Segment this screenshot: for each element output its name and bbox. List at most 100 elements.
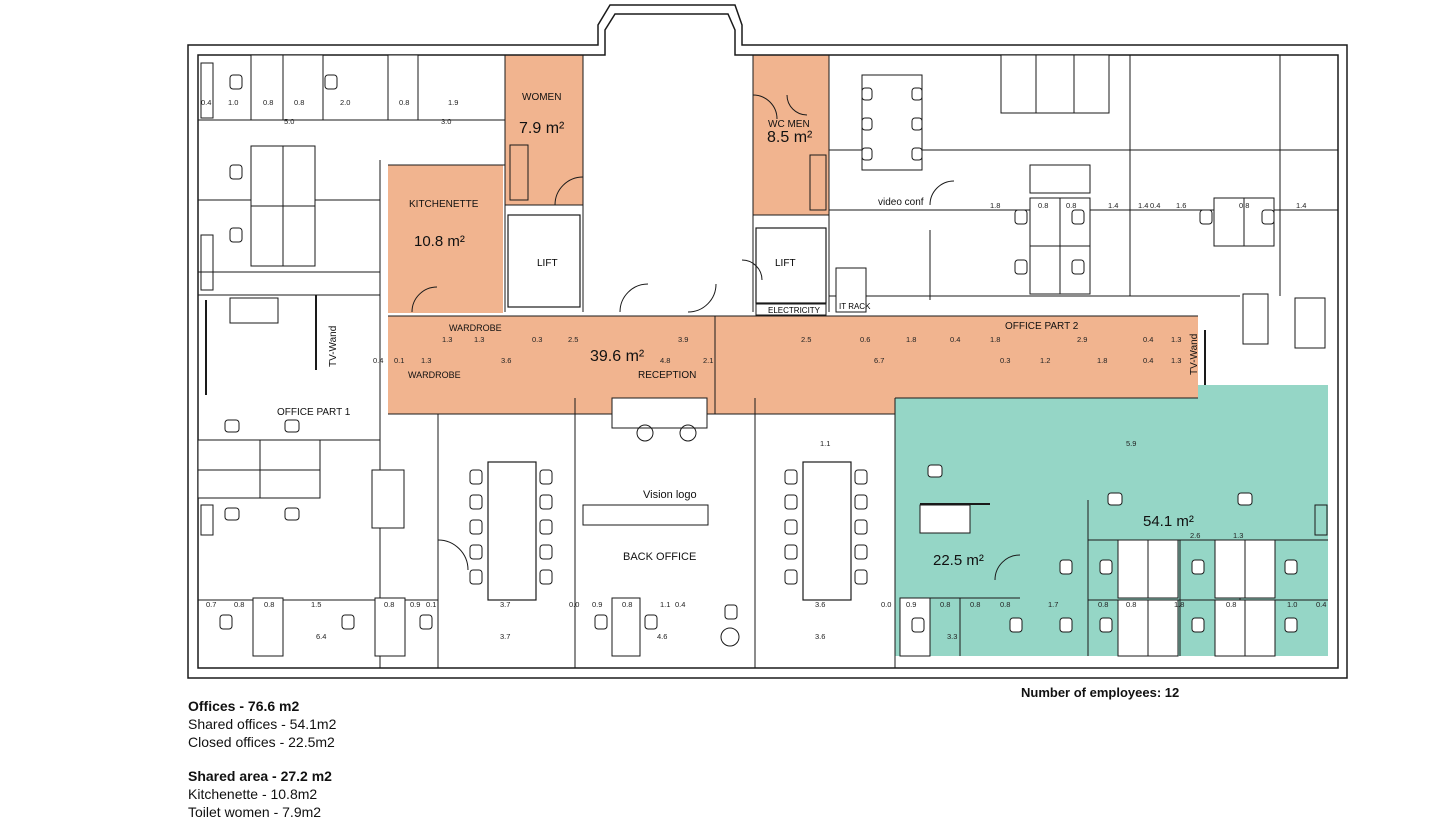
svg-text:1.8: 1.8: [1097, 356, 1107, 365]
wardrobe-bottom-label: WARDROBE: [408, 370, 461, 380]
svg-text:4.8: 4.8: [660, 356, 670, 365]
svg-text:1.4: 1.4: [1138, 201, 1148, 210]
svg-text:5.9: 5.9: [1126, 439, 1136, 448]
area-summary: Offices - 76.6 m2 Shared offices - 54.1m…: [188, 697, 336, 821]
vision-logo-label: Vision logo: [643, 489, 697, 501]
svg-text:1.4: 1.4: [1108, 201, 1118, 210]
svg-text:0.3: 0.3: [532, 335, 542, 344]
dimension-labels: 0.4 1.0 0.8 0.8 2.0 0.8 1.9 5.0 3.0 1.3 …: [201, 98, 1326, 641]
kitchenette-area: 10.8 m²: [414, 233, 465, 250]
it-rack-box: [835, 267, 867, 313]
svg-text:0.8: 0.8: [399, 98, 409, 107]
wc-men-fill: [753, 55, 829, 215]
svg-text:0.8: 0.8: [1000, 600, 1010, 609]
offices-title: Offices - 76.6 m2: [188, 698, 300, 714]
svg-text:2.9: 2.9: [1077, 335, 1087, 344]
svg-text:0.1: 0.1: [426, 600, 436, 609]
wc-men-area: 8.5 m²: [767, 129, 813, 146]
svg-text:0.9: 0.9: [592, 600, 602, 609]
svg-text:0.8: 0.8: [1226, 600, 1236, 609]
svg-text:3.6: 3.6: [815, 632, 825, 641]
svg-text:1.8: 1.8: [906, 335, 916, 344]
svg-text:0.0: 0.0: [569, 600, 579, 609]
svg-text:1.8: 1.8: [1174, 600, 1184, 609]
conference-tables: [487, 461, 852, 601]
svg-text:1.8: 1.8: [990, 201, 1000, 210]
interior-walls: [198, 55, 1338, 668]
back-office-label: BACK OFFICE: [623, 551, 696, 563]
svg-text:1.9: 1.9: [448, 98, 458, 107]
svg-text:1.3: 1.3: [1233, 531, 1243, 540]
closed-office-area: 22.5 m²: [933, 552, 984, 569]
svg-text:0.8: 0.8: [384, 600, 394, 609]
svg-text:0.4: 0.4: [950, 335, 960, 344]
svg-text:0.4: 0.4: [1150, 201, 1160, 210]
svg-text:1.3: 1.3: [1171, 335, 1181, 344]
svg-text:0.8: 0.8: [264, 600, 274, 609]
electricity-label: ELECTRICITY: [768, 306, 821, 315]
svg-text:0.6: 0.6: [860, 335, 870, 344]
svg-text:0.8: 0.8: [1098, 600, 1108, 609]
svg-text:3.6: 3.6: [815, 600, 825, 609]
svg-text:0.8: 0.8: [622, 600, 632, 609]
toilet-women-line: Toilet women - 7.9m2: [188, 804, 322, 820]
kitchenette-label: KITCHENETTE: [409, 199, 479, 210]
wc-men-label: WC MEN: [768, 119, 810, 130]
employee-count: Number of employees: 12: [1021, 685, 1180, 700]
shared-area-title: Shared area - 27.2 m2: [188, 768, 332, 784]
svg-text:0.8: 0.8: [234, 600, 244, 609]
svg-text:1.0: 1.0: [1287, 600, 1297, 609]
svg-text:1.8: 1.8: [990, 335, 1000, 344]
wardrobe-top-label: WARDROBE: [449, 323, 502, 333]
svg-text:0.9: 0.9: [410, 600, 420, 609]
reception-area: 39.6 m²: [590, 348, 645, 365]
lift-left: LIFT: [507, 214, 581, 308]
svg-text:3.3: 3.3: [947, 632, 957, 641]
kitchenette-fill: [388, 165, 503, 313]
lift-left-label: LIFT: [537, 258, 558, 269]
lift-right: LIFT: [755, 227, 827, 304]
svg-text:0.8: 0.8: [940, 600, 950, 609]
svg-text:5.0: 5.0: [284, 117, 294, 126]
video-conf-label: video conf: [878, 197, 924, 208]
electricity-box: [755, 303, 827, 316]
svg-text:3.9: 3.9: [678, 335, 688, 344]
outer-walls: [187, 4, 1348, 679]
closed-offices-line: Closed offices - 22.5m2: [188, 734, 335, 750]
svg-text:1.3: 1.3: [474, 335, 484, 344]
svg-text:4.6: 4.6: [657, 632, 667, 641]
svg-text:2.6: 2.6: [1190, 531, 1200, 540]
svg-text:0.8: 0.8: [1126, 600, 1136, 609]
svg-text:0.8: 0.8: [263, 98, 273, 107]
svg-text:3.7: 3.7: [500, 600, 510, 609]
tv-wand-left-label: TV-Wand: [328, 326, 339, 367]
svg-text:0.4: 0.4: [1316, 600, 1326, 609]
kitchenette-line: Kitchenette - 10.8m2: [188, 786, 318, 802]
svg-text:2.0: 2.0: [340, 98, 350, 107]
svg-text:1.3: 1.3: [442, 335, 452, 344]
svg-text:1.3: 1.3: [1171, 356, 1181, 365]
svg-text:1.4: 1.4: [1296, 201, 1306, 210]
svg-text:3.0: 3.0: [441, 117, 451, 126]
chairs: [219, 74, 1298, 633]
svg-text:3.6: 3.6: [501, 356, 511, 365]
fixtures: [200, 62, 1328, 647]
svg-text:1.7: 1.7: [1048, 600, 1058, 609]
svg-text:0.7: 0.7: [206, 600, 216, 609]
shared-offices-line: Shared offices - 54.1m2: [188, 716, 337, 732]
lift-right-label: LIFT: [775, 258, 796, 269]
svg-text:0.8: 0.8: [1066, 201, 1076, 210]
wc-women-area: 7.9 m²: [519, 120, 565, 137]
svg-text:1.6: 1.6: [1176, 201, 1186, 210]
svg-text:3.7: 3.7: [500, 632, 510, 641]
svg-text:1.0: 1.0: [228, 98, 238, 107]
wc-women-label: WOMEN: [522, 92, 561, 103]
svg-text:0.4: 0.4: [373, 356, 383, 365]
svg-text:0.8: 0.8: [1038, 201, 1048, 210]
svg-text:1.1: 1.1: [820, 439, 830, 448]
svg-text:0.4: 0.4: [1143, 356, 1153, 365]
svg-text:2.5: 2.5: [568, 335, 578, 344]
svg-text:1.2: 1.2: [1040, 356, 1050, 365]
tv-wand-right-label: TV-Wand: [1189, 334, 1200, 375]
office-part-2-label: OFFICE PART 2: [1005, 321, 1079, 332]
